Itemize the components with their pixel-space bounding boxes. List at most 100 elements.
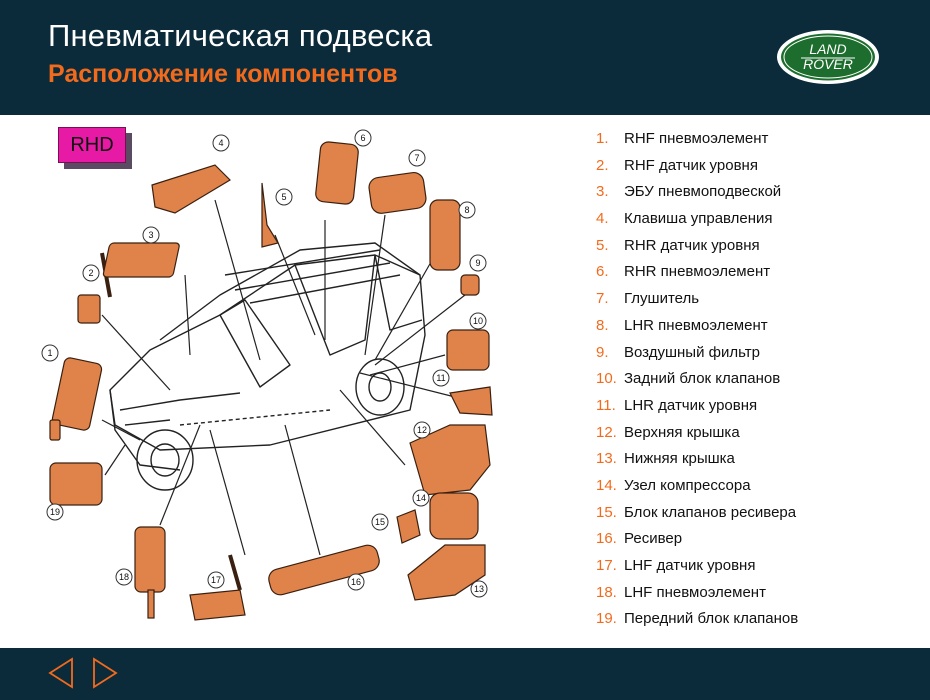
component-valve-block-19 bbox=[49, 462, 103, 506]
callout-12: 12 bbox=[417, 425, 427, 435]
callout-2: 2 bbox=[88, 268, 93, 278]
callout-4: 4 bbox=[218, 138, 223, 148]
component-filter-9 bbox=[460, 274, 480, 296]
component-air-spring-1 bbox=[51, 357, 103, 431]
page-subtitle: Расположение компонентов bbox=[48, 60, 398, 88]
footer-bar bbox=[0, 648, 930, 700]
legend-label: Воздушный фильтр bbox=[624, 343, 760, 361]
legend-item: 7. Глушитель bbox=[596, 287, 798, 314]
legend-number: 11. bbox=[596, 396, 616, 414]
triangle-right-icon[interactable] bbox=[90, 657, 120, 689]
callout-7: 7 bbox=[414, 153, 419, 163]
component-height-sensor-5 bbox=[261, 182, 279, 248]
callout-15: 15 bbox=[375, 517, 385, 527]
legend-item: 13. Нижняя крышка bbox=[596, 447, 798, 474]
suspension-diagram: 1 2 3 4 5 6 7 8 9 10 11 12 13 14 15 16 1… bbox=[41, 129, 493, 621]
component-muffler-7 bbox=[368, 171, 427, 214]
component-ecu-3 bbox=[102, 242, 180, 278]
legend-number: 7. bbox=[596, 290, 609, 308]
legend-number: 1. bbox=[596, 130, 609, 147]
component-compressor-14 bbox=[429, 492, 479, 540]
legend-item: 9. Воздушный фильтр bbox=[596, 341, 798, 368]
legend-item: 16. Ресивер bbox=[596, 527, 798, 554]
legend-label: LHR датчик уровня bbox=[624, 396, 758, 414]
legend-item: 17. LHF датчик уровня bbox=[596, 554, 798, 581]
legend-label: LHR пневмоэлемент bbox=[624, 316, 768, 334]
legend-label: LHF датчик уровня bbox=[624, 557, 756, 574]
legend-number: 12. bbox=[596, 423, 617, 441]
land-rover-logo: LAND ROVER bbox=[777, 30, 879, 84]
legend-item: 4. Клавиша управления bbox=[596, 207, 798, 234]
component-air-spring-18 bbox=[134, 526, 166, 593]
legend-item: 12. Верхняя крышка bbox=[596, 421, 798, 448]
legend-label: Глушитель bbox=[624, 290, 700, 308]
header-bar: Пневматическая подвеска Расположение ком… bbox=[0, 0, 930, 115]
legend-item: 2. RHF датчик уровня bbox=[596, 154, 798, 181]
callout-10: 10 bbox=[473, 316, 483, 326]
logo-line2: ROVER bbox=[803, 56, 853, 72]
component-legend: 1. RHF пневмоэлемент 2. RHF датчик уровня 3.… bbox=[596, 127, 798, 634]
callout-8: 8 bbox=[464, 205, 469, 215]
legend-label: RHR датчик уровня bbox=[624, 236, 760, 254]
component-reservoir-16 bbox=[268, 544, 380, 596]
leader-lines bbox=[101, 199, 466, 556]
component-valve-block-15 bbox=[396, 509, 421, 544]
legend-item: 5. RHR датчик уровня bbox=[596, 234, 798, 261]
callout-labels: 1 2 3 4 5 6 7 8 9 10 11 12 13 14 15 16 1… bbox=[47, 133, 484, 594]
callout-14: 14 bbox=[416, 493, 426, 503]
legend-label: RHF пневмоэлемент bbox=[624, 130, 769, 147]
legend-label: Ресивер bbox=[624, 530, 683, 548]
legend-item: 8. LHR пневмоэлемент bbox=[596, 314, 798, 341]
legend-number: 8. bbox=[596, 316, 609, 334]
callout-1: 1 bbox=[47, 348, 52, 358]
callout-markers bbox=[41, 129, 488, 598]
legend-label: Блок клапанов ресивера bbox=[624, 503, 797, 521]
callout-11: 11 bbox=[436, 373, 445, 383]
legend-number: 6. bbox=[596, 263, 609, 281]
callout-13: 13 bbox=[474, 584, 484, 594]
component-air-spring-8 bbox=[429, 199, 461, 271]
legend-item: 18.LHF пневмоэлемент bbox=[596, 581, 798, 608]
legend-number: 18. bbox=[596, 583, 617, 601]
legend-item: 1. RHF пневмоэлемент bbox=[596, 127, 798, 154]
legend-item: 6.RHR пневмоэлемент bbox=[596, 260, 798, 287]
legend-number: 5. bbox=[596, 236, 609, 254]
callout-6: 6 bbox=[360, 133, 365, 143]
legend-number: 19. bbox=[596, 610, 617, 628]
component-switch-4 bbox=[151, 164, 231, 214]
legend-label: Узел компрессора bbox=[624, 476, 751, 494]
legend-item: 19. Передний блок клапанов bbox=[596, 607, 798, 634]
components bbox=[49, 141, 493, 621]
callout-16: 16 bbox=[351, 577, 361, 587]
legend-number: 2. bbox=[596, 156, 609, 174]
legend-label: Клавиша управления bbox=[624, 210, 773, 228]
component-air-spring-6 bbox=[315, 141, 359, 205]
legend-number: 15. bbox=[596, 503, 617, 521]
component-height-sensor-2 bbox=[77, 294, 101, 324]
legend-label: Нижняя крышка bbox=[624, 450, 735, 468]
legend-label: Верхняя крышка bbox=[624, 423, 740, 441]
component-height-sensor-11 bbox=[449, 386, 493, 416]
legend-number: 4. bbox=[596, 210, 609, 228]
callout-3: 3 bbox=[148, 230, 153, 240]
callout-19: 19 bbox=[50, 507, 60, 517]
rhd-badge: RHD bbox=[58, 127, 126, 163]
legend-number: 16. bbox=[596, 530, 617, 548]
callout-9: 9 bbox=[475, 258, 480, 268]
legend-number: 10. bbox=[596, 370, 617, 388]
legend-number: 9. bbox=[596, 343, 609, 361]
legend-number: 17. bbox=[596, 557, 617, 574]
legend-item: 3.ЭБУ пневмоподвеской bbox=[596, 180, 798, 207]
legend-number: 3. bbox=[596, 183, 609, 201]
legend-label: RHF датчик уровня bbox=[624, 156, 758, 174]
legend-item: 11. LHR датчик уровня bbox=[596, 394, 798, 421]
legend-item: 15. Блок клапанов ресивера bbox=[596, 501, 798, 528]
logo-line1: LAND bbox=[809, 41, 846, 57]
page-title: Пневматическая подвеска bbox=[48, 18, 433, 53]
legend-item: 14.Узел компрессора bbox=[596, 474, 798, 501]
legend-label: Передний блок клапанов bbox=[624, 610, 799, 628]
callout-18: 18 bbox=[119, 572, 129, 582]
legend-number: 13. bbox=[596, 450, 617, 468]
triangle-left-icon[interactable] bbox=[46, 657, 76, 689]
callout-5: 5 bbox=[281, 192, 286, 202]
